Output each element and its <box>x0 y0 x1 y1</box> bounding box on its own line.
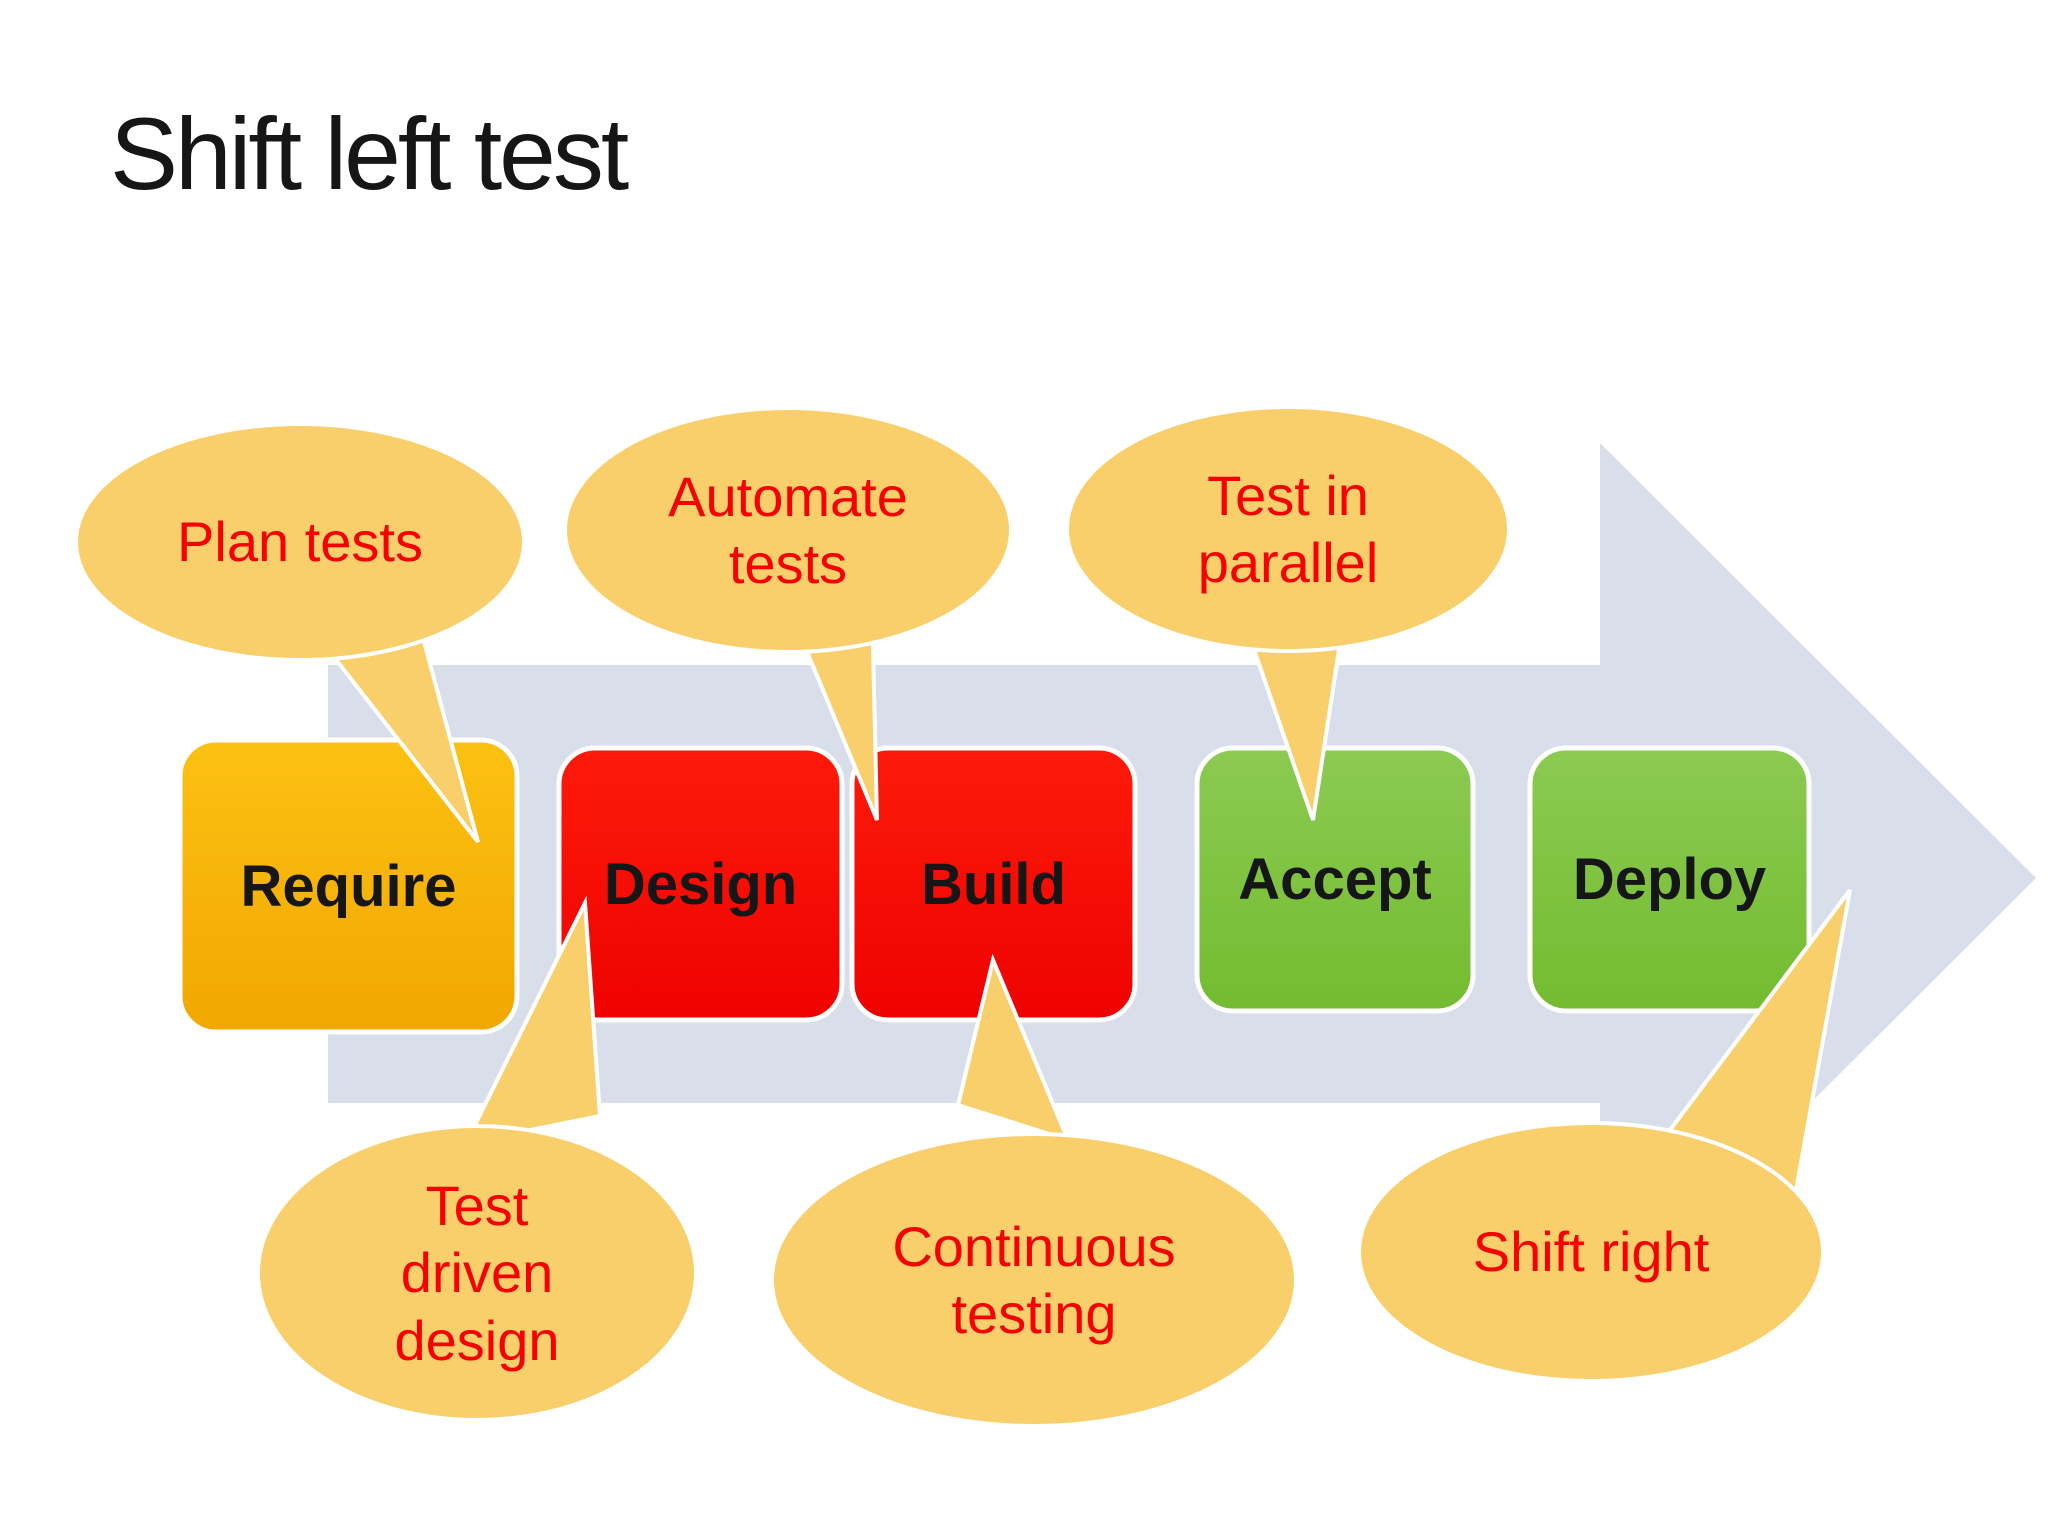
callout-bubble-plan-tests <box>74 422 526 662</box>
stage-box-require <box>177 737 520 1035</box>
process-arrow <box>328 443 2036 1313</box>
stage-box-deploy <box>1527 745 1812 1014</box>
callout-tail-continuous-testing <box>955 953 1072 1144</box>
stage-box-design <box>556 745 845 1023</box>
callout-bubble-test-in-parallel <box>1065 405 1511 653</box>
callout-bubble-shift-right <box>1357 1121 1825 1383</box>
callout-bubble-continuous-testing <box>770 1132 1298 1428</box>
slide-title: Shift left test <box>110 97 629 211</box>
stage-box-accept <box>1194 745 1476 1014</box>
callout-bubble-automate-tests <box>563 406 1013 654</box>
callout-bubble-test-driven-design <box>256 1124 698 1422</box>
